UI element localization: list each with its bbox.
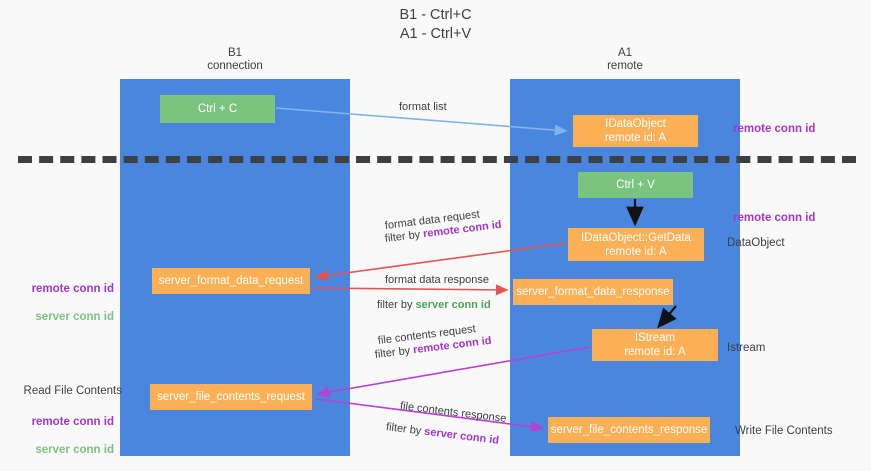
node-idataobject-getdata[interactable]: IDataObject::GetData remote id: A <box>568 228 704 261</box>
edge-label-format-data-response-filter: filter by server conn id <box>377 298 491 313</box>
node-istream[interactable]: IStream remote id: A <box>592 329 718 361</box>
annotation-server-conn-id: server conn id <box>35 444 114 456</box>
node-ctrl-c[interactable]: Ctrl + C <box>160 95 275 123</box>
filter-prefix: filter by <box>384 228 424 245</box>
annotation-write-file-contents: Write File Contents <box>735 425 833 437</box>
phase-divider <box>18 156 856 163</box>
filter-id-server-conn: server conn id <box>415 299 491 311</box>
node-server-file-contents-request[interactable]: server_file_contents_request <box>150 384 312 410</box>
annotation-remote-conn-id: remote conn id <box>31 283 114 295</box>
annotation-dataobject: DataObject <box>727 237 785 249</box>
node-idataobject[interactable]: IDataObject remote id: A <box>573 115 698 147</box>
annotation-remote-conn-id-mid: remote conn id <box>733 212 816 224</box>
annotation-remote-conn-id: remote conn id <box>31 416 114 428</box>
edge-label-format-list: format list <box>399 101 447 113</box>
annotation-conn-ids-file: remote conn id server conn id <box>18 401 114 471</box>
edge-label-format-data-response: format data response <box>385 274 489 286</box>
annotation-read-file-contents: Read File Contents <box>23 385 122 397</box>
annotation-conn-ids-format: remote conn id server conn id <box>18 268 114 338</box>
column-header-a1: A1 remote <box>607 47 643 72</box>
annotation-server-conn-id: server conn id <box>35 311 114 323</box>
column-header-b1: B1 connection <box>207 47 263 72</box>
filter-prefix: filter by <box>374 344 414 361</box>
filter-prefix: filter by <box>377 299 416 311</box>
node-server-format-data-request[interactable]: server_format_data_request <box>152 268 310 294</box>
node-server-file-contents-response[interactable]: server_file_contents_response <box>548 417 710 443</box>
annotation-istream: Istream <box>727 342 766 354</box>
node-ctrl-v[interactable]: Ctrl + V <box>578 172 693 198</box>
page-title: B1 - Ctrl+C A1 - Ctrl+V <box>399 7 472 42</box>
node-server-format-data-response[interactable]: server_format_data_response <box>513 279 673 305</box>
filter-prefix: filter by <box>385 421 426 438</box>
annotation-remote-conn-id-top: remote conn id <box>733 123 816 135</box>
